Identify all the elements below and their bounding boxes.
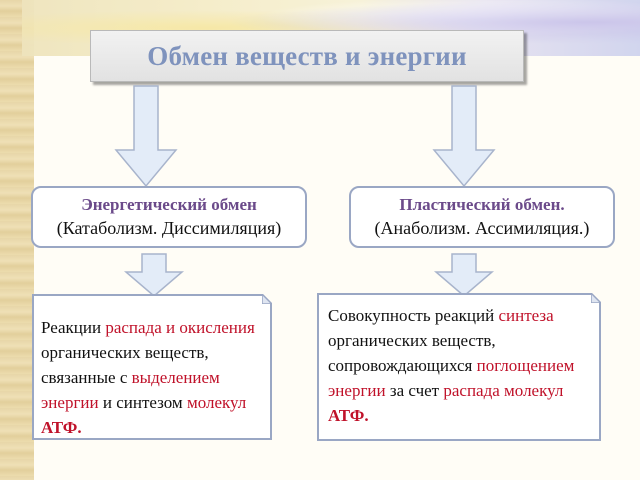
desc-highlight: выделением энергии [41, 368, 220, 412]
arrow-to-plastic-description [433, 253, 495, 297]
desc-segment: и синтезом [98, 393, 187, 412]
desc-segment: органических веществ, связанные с [41, 343, 209, 387]
desc-highlight: синтеза [498, 306, 554, 325]
slide-title-text: Обмен веществ и энергии [147, 40, 467, 71]
desc-highlight: молекул [186, 393, 247, 412]
energy-exchange-title: Энергетический обмен [81, 195, 257, 214]
arrow-to-plastic-exchange [432, 85, 496, 188]
slide-title: Обмен веществ и энергии [90, 30, 524, 82]
desc-segment: Совокупность реакций [328, 306, 499, 325]
energy-exchange-box: Энергетический обмен (Катаболизм. Диссим… [31, 186, 307, 248]
desc-segment: за счет [385, 381, 444, 400]
folded-corner-left [262, 294, 272, 304]
desc-highlight: распада молекул [443, 381, 564, 400]
plastic-exchange-subtitle: (Анаболизм. Ассимиляция.) [374, 218, 590, 238]
desc-highlight: поглощением энергии [328, 356, 575, 400]
desc-segment: органических веществ, сопровождающихся [328, 331, 496, 375]
arrow-to-energy-description [123, 253, 185, 297]
plastic-exchange-box: Пластический обмен. (Анаболизм. Ассимиля… [349, 186, 615, 248]
plastic-exchange-description: Совокупность реакций синтеза органически… [317, 293, 601, 441]
energy-exchange-description: Реакции распада и окисления органических… [32, 294, 272, 440]
decorative-side-strip [0, 0, 34, 480]
desc-highlight-bold: АТФ. [328, 406, 369, 425]
energy-exchange-subtitle: (Катаболизм. Диссимиляция) [56, 218, 282, 238]
desc-highlight: распада и окисления [105, 318, 255, 337]
plastic-exchange-title: Пластический обмен. [399, 195, 565, 214]
desc-segment: Реакции [41, 318, 106, 337]
arrow-to-energy-exchange [114, 85, 178, 188]
desc-highlight-bold: АТФ. [41, 418, 82, 437]
folded-corner-right [591, 293, 601, 303]
